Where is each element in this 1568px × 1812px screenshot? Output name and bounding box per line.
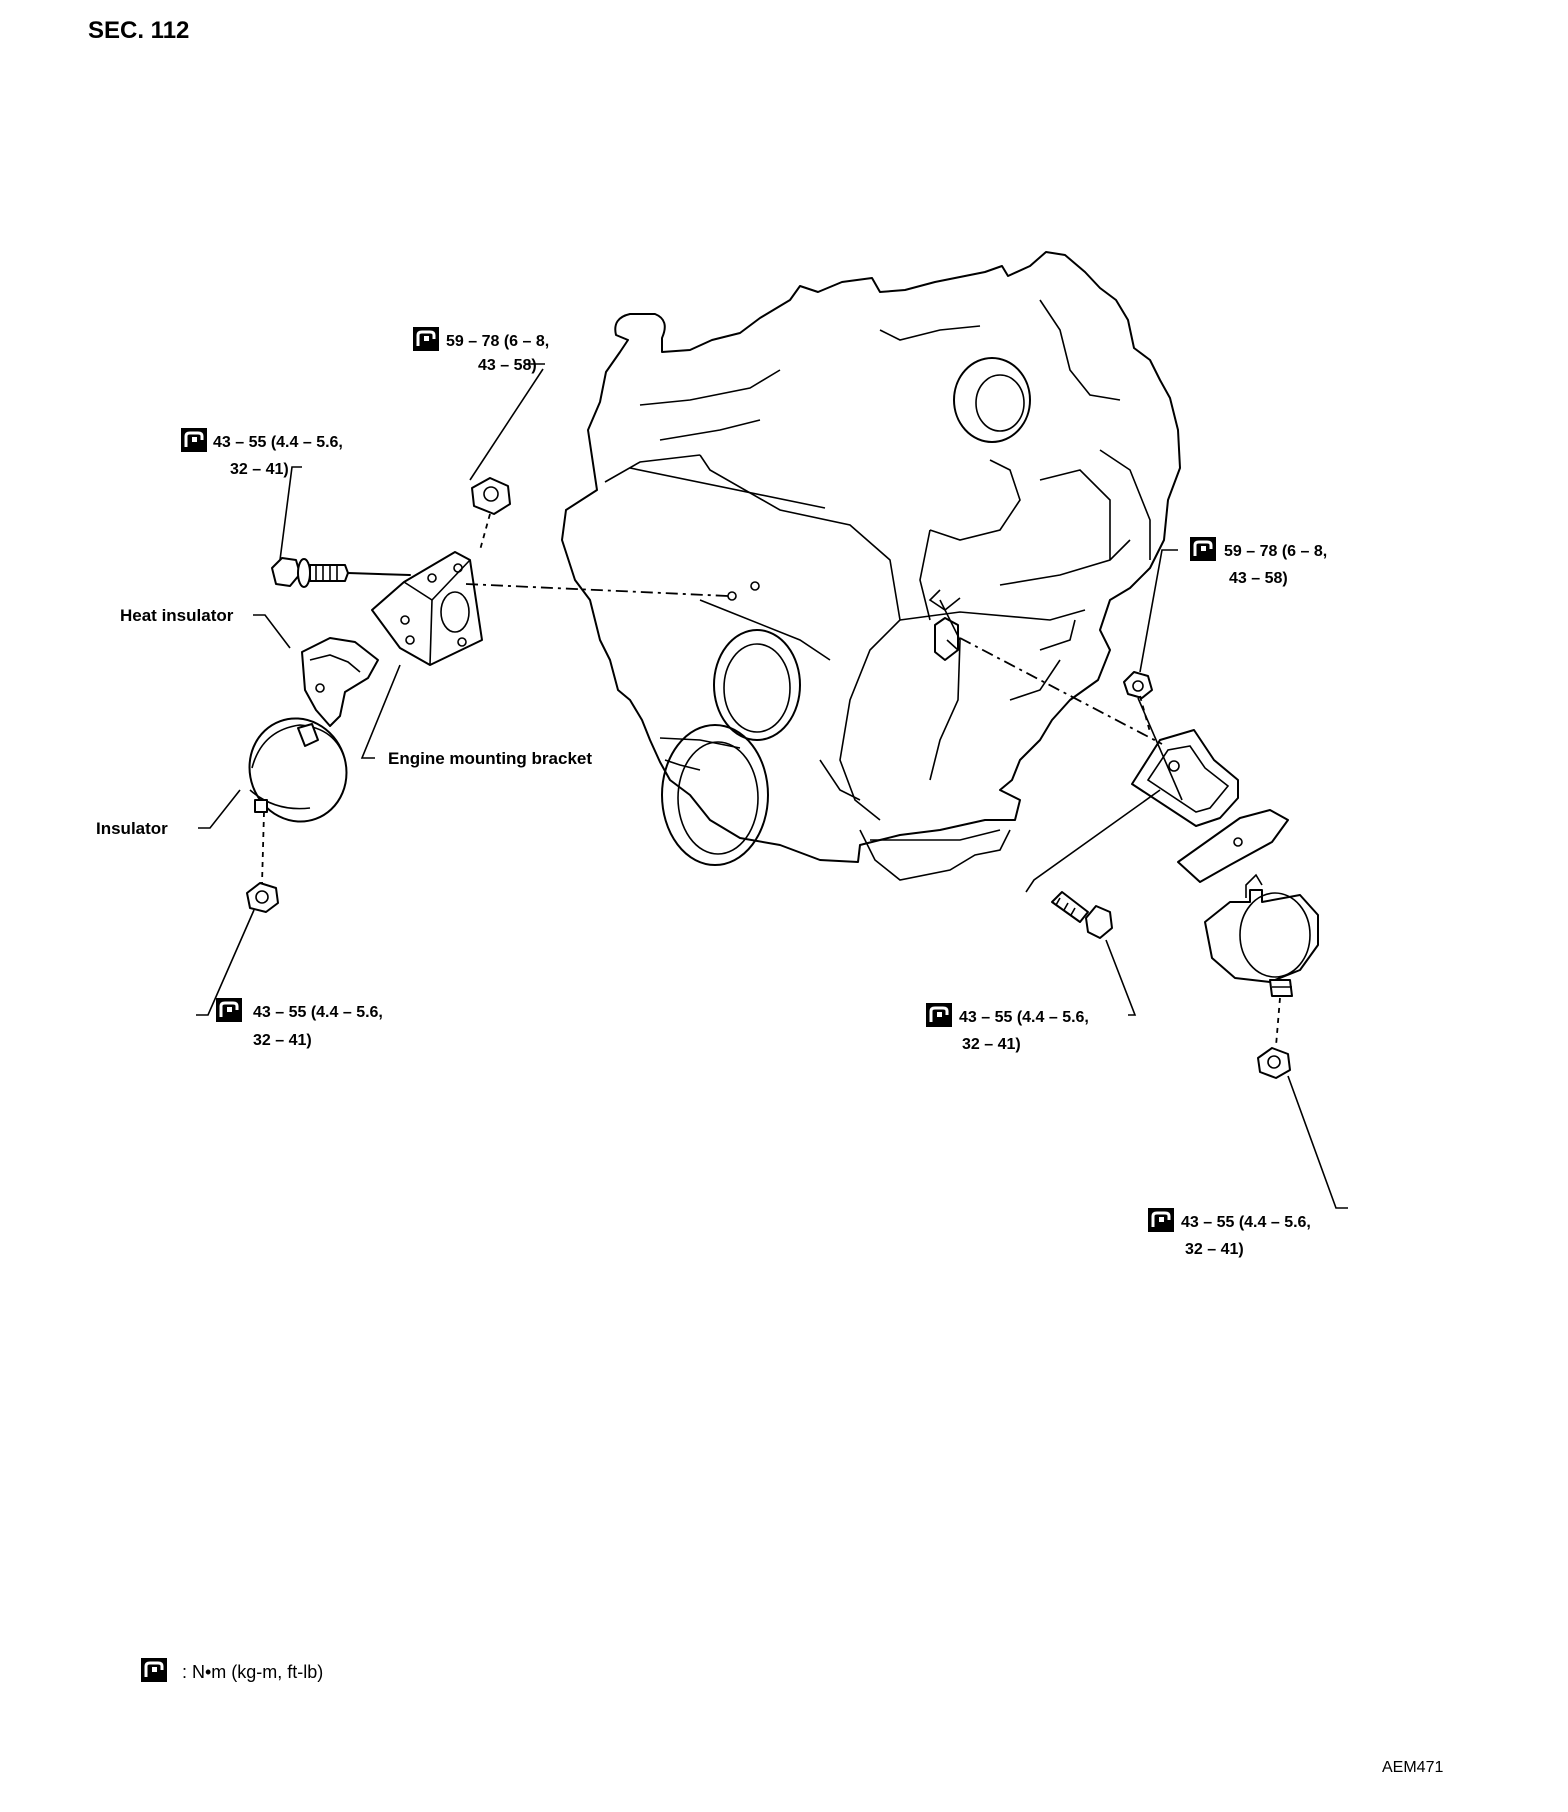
- torque-top-line1: 59 – 78 (6 – 8,: [446, 333, 549, 350]
- torque-right-bottom-line1: 43 – 55 (4.4 – 5.6,: [1181, 1214, 1311, 1231]
- section-title: SEC. 112: [88, 17, 189, 44]
- left-bolt: [271, 557, 349, 588]
- right-bracket: [1131, 729, 1239, 827]
- insulator-label: Insulator: [96, 819, 168, 838]
- torque-wrench-icon: [924, 1001, 954, 1029]
- torque-wrench-icon: [1188, 535, 1218, 563]
- legend-unit: : N•m (kg-m, ft-lb): [182, 1662, 323, 1682]
- torque-left-bolt-line1: 43 – 55 (4.4 – 5.6,: [213, 434, 343, 451]
- top-nut: [471, 477, 511, 515]
- torque-wrench-icon: [139, 1656, 169, 1684]
- engine-mounting-bracket-label: Engine mounting bracket: [388, 749, 592, 768]
- right-heat-shield: [1177, 809, 1289, 883]
- right-bolt: [1051, 891, 1113, 939]
- heat-insulator: [301, 637, 379, 727]
- torque-left-bolt-line2: 32 – 41): [230, 461, 289, 478]
- torque-top-line2: 43 – 58): [478, 357, 537, 374]
- engine-mounting-bracket: [371, 551, 483, 666]
- torque-wrench-icon: [411, 325, 441, 353]
- torque-right-bolt-line2: 32 – 41): [962, 1036, 1021, 1053]
- heat-insulator-label: Heat insulator: [120, 606, 234, 625]
- figure-code: AEM471: [1382, 1759, 1443, 1776]
- engine-block: [561, 251, 1181, 881]
- torque-right-bolt-line1: 43 – 55 (4.4 – 5.6,: [959, 1009, 1089, 1026]
- torque-wrench-icon: [214, 996, 244, 1024]
- torque-right-nut-line1: 59 – 78 (6 – 8,: [1224, 543, 1327, 560]
- torque-wrench-icon: [179, 426, 209, 454]
- torque-right-bottom-line2: 32 – 41): [1185, 1241, 1244, 1258]
- torque-right-nut-line2: 43 – 58): [1229, 570, 1288, 587]
- left-lower-nut: [246, 882, 279, 913]
- right-lower-nut: [1257, 1047, 1291, 1079]
- insulator: [248, 717, 348, 823]
- right-insulator: [1204, 873, 1319, 997]
- torque-left-bottom-line1: 43 – 55 (4.4 – 5.6,: [253, 1004, 383, 1021]
- torque-left-bottom-line2: 32 – 41): [253, 1032, 312, 1049]
- torque-wrench-icon: [1146, 1206, 1176, 1234]
- right-top-nut: [1123, 671, 1153, 699]
